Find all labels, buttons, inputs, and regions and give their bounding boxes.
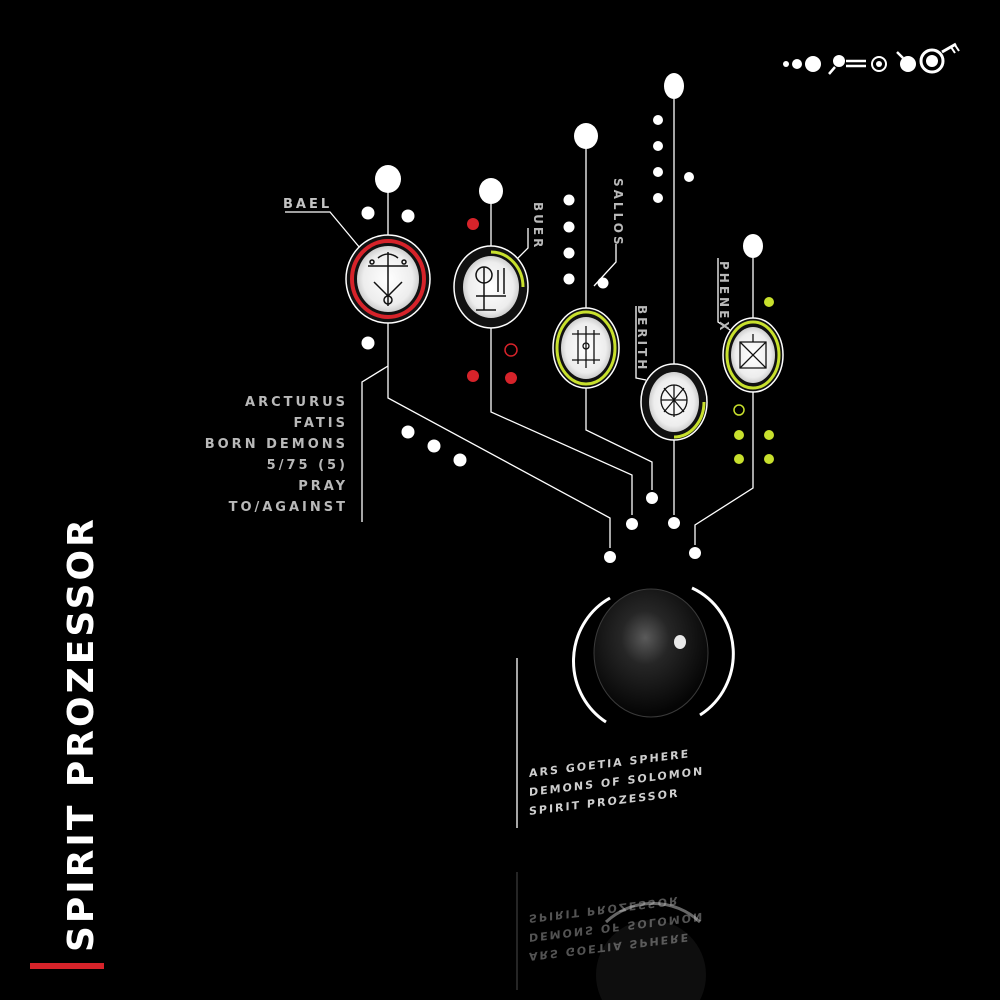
demon-labels: BAEL BUER SALLOS BERITH PHENEX: [283, 178, 731, 372]
key-icon: [896, 42, 960, 74]
seal-phenex[interactable]: [722, 317, 784, 393]
title-block: SPIRIT PROZESSOR: [30, 516, 104, 969]
label-berith: BERITH: [635, 305, 649, 372]
dots-icon: [783, 56, 821, 72]
header-glyphs: [783, 42, 960, 75]
sphere: [572, 586, 735, 724]
seal-bael[interactable]: [345, 234, 431, 324]
label-buer: BUER: [531, 202, 545, 250]
reflection: [516, 872, 706, 1000]
seal-buer[interactable]: [453, 245, 529, 329]
info-line: PRAY: [298, 479, 348, 494]
target-icon: [871, 56, 887, 72]
page-title: SPIRIT PROZESSOR: [61, 516, 102, 952]
key-glyph-icon: [828, 55, 866, 75]
info-line: BORN DEMONS: [205, 437, 348, 452]
info-block: ARCTURUS FATIS BORN DEMONS 5/75 (5) PRAY…: [205, 395, 348, 515]
label-phenex: PHENEX: [717, 261, 731, 334]
seal-berith[interactable]: [640, 363, 708, 441]
title-underline: [30, 963, 104, 969]
signal-dots: [361, 73, 774, 563]
info-line: 5/75 (5): [267, 458, 348, 473]
label-bael: BAEL: [283, 197, 332, 212]
info-line: FATIS: [293, 416, 348, 431]
info-line: TO/AGAINST: [229, 500, 348, 515]
seal-sallos[interactable]: [552, 307, 620, 389]
info-line: ARCTURUS: [245, 395, 348, 410]
sphere-caption: ARS GOETIA SPHERE DEMONS OF SOLOMON SPIR…: [529, 747, 704, 818]
label-sallos: SALLOS: [611, 178, 625, 248]
connector-lines: [285, 99, 754, 828]
